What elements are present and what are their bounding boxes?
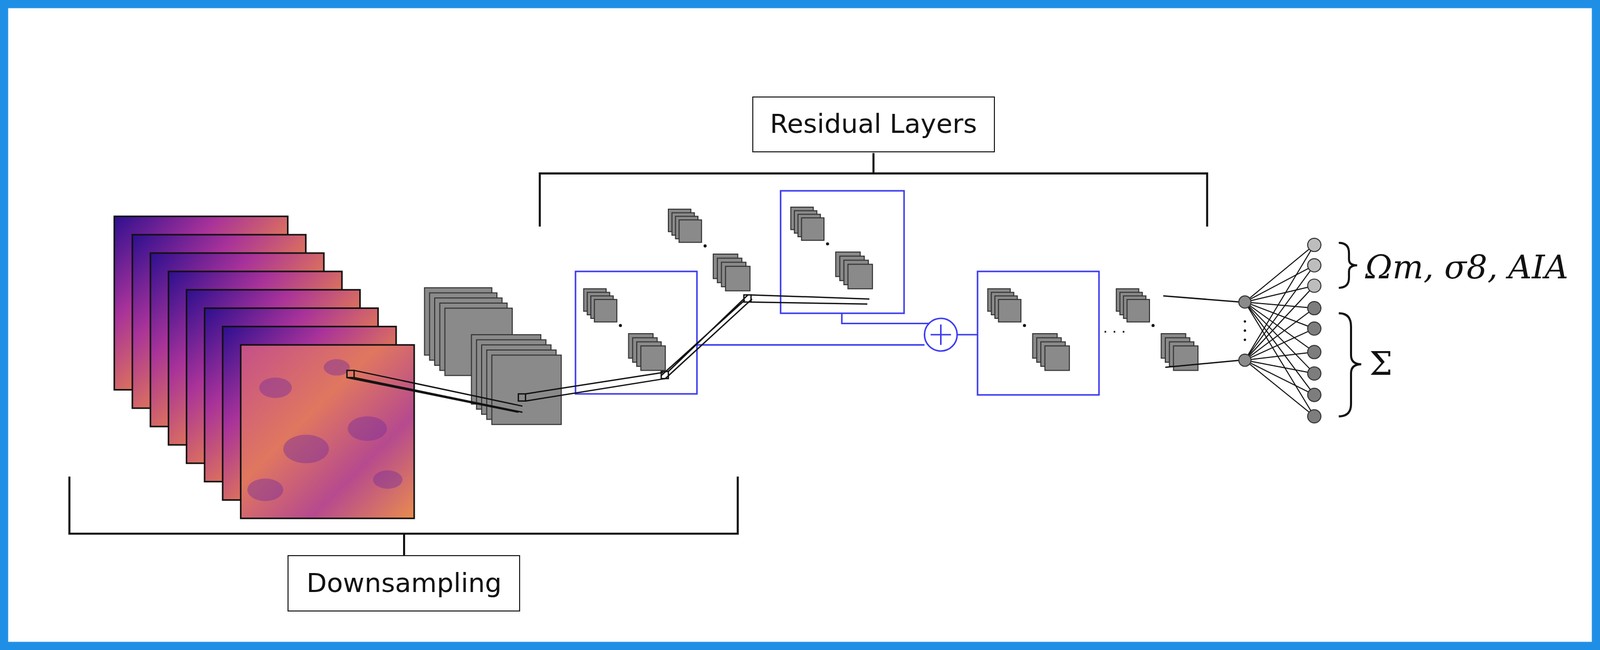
dense-edge [1244, 360, 1315, 396]
dot [1243, 338, 1247, 342]
sum-node [924, 318, 957, 352]
output-neuron [1307, 388, 1321, 402]
kernel-line [660, 294, 752, 379]
output-neuron [1307, 322, 1321, 336]
feature-map [1045, 346, 1070, 371]
braces [1338, 243, 1362, 417]
dense-edge [1244, 360, 1315, 374]
output-neuron [1307, 279, 1321, 293]
neuron [1238, 354, 1251, 367]
dense-edge [1244, 302, 1315, 417]
kernel-patch [518, 394, 526, 402]
residual-blocks [575, 190, 1099, 396]
residual-box [977, 271, 1099, 396]
dot [1022, 324, 1027, 328]
dense-edge [1244, 308, 1315, 361]
kernel-patch [347, 370, 355, 379]
residual-box [780, 190, 905, 314]
output-neuron [1307, 259, 1321, 273]
dot [826, 242, 830, 246]
kernel-patch [743, 294, 752, 303]
map-texture [323, 359, 351, 376]
output-neuron [1307, 345, 1321, 359]
kernel-line [525, 372, 666, 402]
box-label: Residual Layers [770, 109, 978, 139]
output-neuron [1307, 301, 1321, 315]
neuron [1238, 295, 1251, 309]
flatten-line [1163, 295, 1241, 368]
skip-line [956, 333, 978, 336]
box-label: Downsampling [306, 569, 502, 599]
map-texture [283, 435, 330, 464]
dense-edge [1244, 352, 1315, 361]
skip-line [841, 313, 942, 324]
output-neuron [1307, 409, 1321, 424]
dot [1243, 329, 1247, 333]
downsampling-bracket [69, 476, 739, 557]
map-texture [347, 416, 387, 442]
dense-edge [1244, 245, 1315, 303]
kernel-line [751, 294, 870, 304]
parameter-label: Ωm, σ8, AIA [1365, 249, 1569, 286]
feature-map [1126, 299, 1150, 323]
dense-edge [1244, 245, 1315, 361]
residual-bracket [539, 152, 1207, 227]
feature-map [998, 299, 1022, 323]
label-box: Downsampling [287, 555, 521, 612]
input-maps [114, 216, 415, 519]
dense-layer [1238, 238, 1321, 424]
feature-map [801, 217, 825, 241]
ellipsis-dots: · · · [1103, 323, 1126, 341]
brackets [69, 152, 1208, 557]
plus-sign [930, 324, 952, 346]
map-texture [259, 377, 292, 399]
feature-map [594, 299, 618, 323]
dense-edge [1244, 328, 1315, 361]
frame [4, 4, 1597, 647]
input-map [240, 345, 415, 519]
feature-map [678, 219, 702, 243]
dot [703, 244, 707, 248]
map-texture [247, 478, 284, 502]
feature-map [725, 266, 750, 291]
feature-map [640, 346, 666, 371]
output-neuron [1307, 367, 1321, 381]
label-box: Residual Layers [752, 96, 995, 153]
skip-line [696, 344, 925, 347]
dense-edge [1244, 265, 1315, 361]
brace [1338, 313, 1362, 417]
dot [1151, 324, 1155, 328]
dense-edge [1244, 285, 1315, 361]
residual-box [575, 271, 697, 395]
dense-edge [1244, 360, 1315, 417]
dot [1243, 320, 1247, 323]
kernel-line [347, 370, 523, 413]
kernel-lines [347, 294, 1241, 413]
dot [618, 324, 622, 328]
feature-map [847, 264, 873, 289]
output-neuron [1307, 238, 1321, 252]
feature-maps [424, 207, 1199, 425]
parameter-label: Σ [1369, 346, 1393, 382]
brace [1338, 243, 1358, 289]
dense-edge [1244, 285, 1315, 303]
map-texture [372, 470, 403, 490]
